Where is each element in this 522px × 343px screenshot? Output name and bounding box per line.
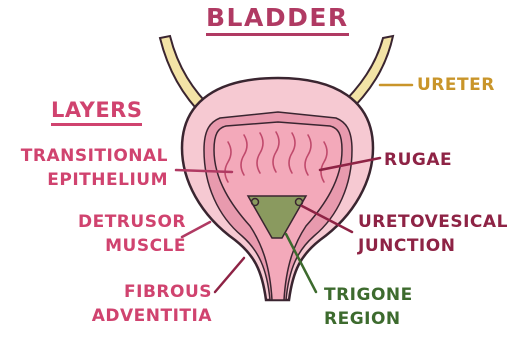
detrusor-muscle-pointer — [182, 222, 210, 237]
detrusor-muscle-line-1: DETRUSOR — [56, 210, 186, 234]
layers-heading-text: LAYERS — [51, 98, 142, 126]
transitional-epithelium-label: TRANSITIONAL EPITHELIUM — [10, 144, 168, 192]
layers-heading: LAYERS — [51, 98, 142, 122]
uretovesical-junction-label: URETOVESICAL JUNCTION — [358, 210, 508, 258]
detrusor-muscle-line-2: MUSCLE — [56, 234, 186, 258]
transitional-epithelium-line-1: TRANSITIONAL — [10, 144, 168, 168]
diagram-title-text: BLADDER — [206, 3, 349, 36]
fibrous-adventitia-line-1: FIBROUS — [70, 280, 212, 304]
trigone-region-line-1: TRIGONE — [324, 283, 413, 307]
trigone-region-line-2: REGION — [324, 307, 413, 331]
fibrous-adventitia-label: FIBROUS ADVENTITIA — [70, 280, 212, 328]
rugae-label: RUGAE — [384, 148, 452, 172]
ureter-label: URETER — [417, 73, 495, 97]
diagram-title: BLADDER — [206, 6, 349, 30]
fibrous-adventitia-line-2: ADVENTITIA — [70, 304, 212, 328]
uretovesical-junction-line-1: URETOVESICAL — [358, 210, 508, 234]
transitional-epithelium-line-2: EPITHELIUM — [10, 168, 168, 192]
uretovesical-junction-line-2: JUNCTION — [358, 234, 508, 258]
fibrous-adventitia-pointer — [215, 258, 244, 292]
trigone-region-label: TRIGONE REGION — [324, 283, 413, 331]
detrusor-muscle-label: DETRUSOR MUSCLE — [56, 210, 186, 258]
